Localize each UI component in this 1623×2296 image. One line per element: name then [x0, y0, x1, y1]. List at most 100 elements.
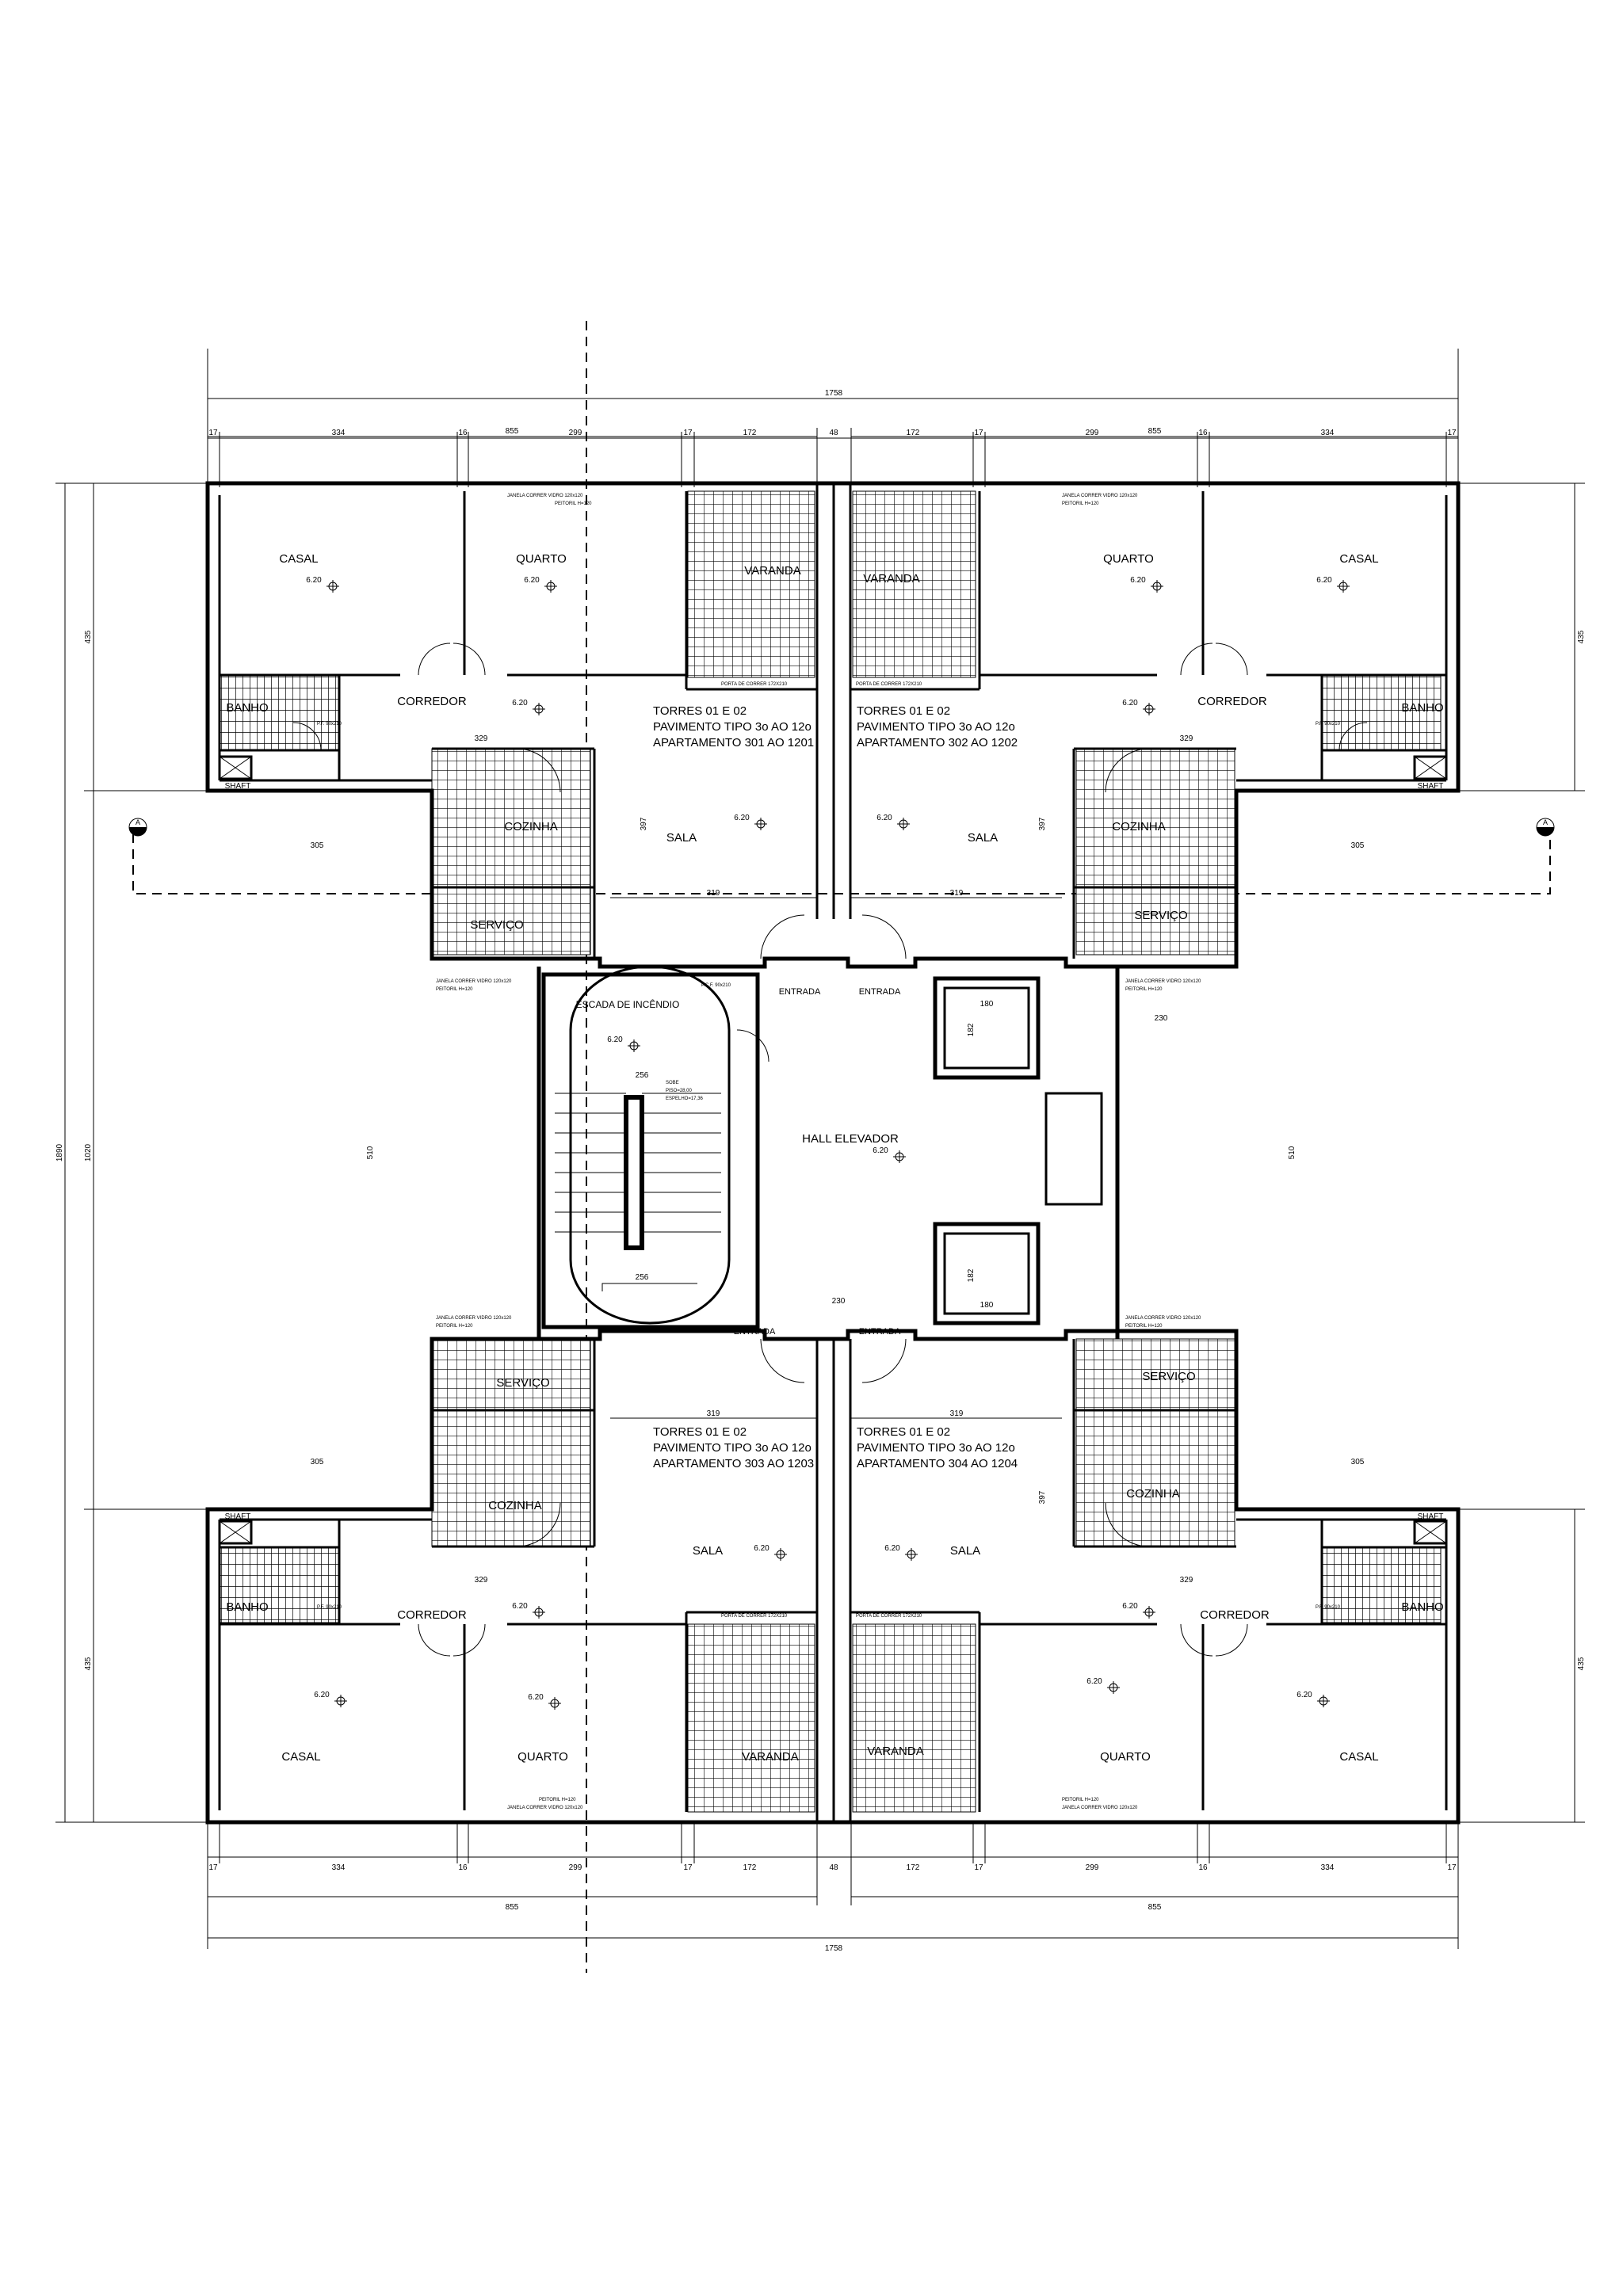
- svg-text:305: 305: [1351, 841, 1365, 850]
- level-marker: 6.20: [884, 1544, 918, 1561]
- room-casal-tr: CASAL: [1339, 552, 1378, 566]
- svg-text:230: 230: [1155, 1014, 1168, 1023]
- dim-total-bottom: 1758: [825, 1944, 843, 1953]
- level-marker: 6.20: [754, 1544, 787, 1561]
- level-marker: 6.20: [1122, 1602, 1155, 1619]
- svg-text:JANELA CORRER VIDRO 120x120: JANELA CORRER VIDRO 120x120: [507, 494, 583, 498]
- svg-text:SOBE: SOBE: [666, 1081, 679, 1085]
- svg-text:P.F. 90x210: P.F. 90x210: [317, 1605, 342, 1610]
- room-cozinha-tl: COZINHA: [504, 820, 558, 833]
- svg-text:17: 17: [683, 1863, 693, 1872]
- svg-text:JANELA CORRER VIDRO 120x120: JANELA CORRER VIDRO 120x120: [507, 1806, 583, 1810]
- svg-text:ESPELHO=17,36: ESPELHO=17,36: [666, 1097, 704, 1101]
- dim-left-total: 1890: [55, 1143, 64, 1161]
- svg-text:6.20: 6.20: [1122, 699, 1138, 707]
- svg-text:6.20: 6.20: [734, 814, 750, 822]
- annotations: JANELA CORRER VIDRO 120x120 PEITORIL H=1…: [317, 494, 1341, 1810]
- shafts: [218, 755, 1448, 1545]
- svg-text:299: 299: [1086, 429, 1099, 437]
- svg-text:PEITORIL H=120: PEITORIL H=120: [539, 1798, 576, 1802]
- svg-text:6.20: 6.20: [607, 1035, 623, 1044]
- level-marker: 6.20: [1316, 576, 1350, 593]
- svg-text:334: 334: [332, 429, 346, 437]
- level-marker: 6.20: [876, 814, 910, 830]
- dim-half-top-right: 855: [1148, 427, 1162, 436]
- svg-text:180: 180: [980, 1000, 994, 1009]
- svg-text:435: 435: [84, 1657, 93, 1670]
- svg-text:JANELA CORRER VIDRO 120x120: JANELA CORRER VIDRO 120x120: [1062, 1806, 1138, 1810]
- dim-total-top: 1758: [825, 389, 843, 398]
- svg-text:A: A: [136, 818, 140, 826]
- room-sala-tr: SALA: [968, 831, 998, 845]
- svg-text:180: 180: [980, 1301, 994, 1310]
- svg-text:305: 305: [311, 1458, 324, 1466]
- level-marker: 6.20: [512, 699, 545, 715]
- svg-text:JANELA CORRER VIDRO 120x120: JANELA CORRER VIDRO 120x120: [1125, 1316, 1201, 1321]
- dim-left-mid: 1020: [84, 1143, 93, 1161]
- room-quarto-tl: QUARTO: [516, 552, 567, 566]
- svg-text:PORTA DE CORRER 172X210: PORTA DE CORRER 172X210: [856, 682, 922, 687]
- level-marker: 6.20: [607, 1035, 640, 1052]
- svg-text:6.20: 6.20: [754, 1544, 769, 1553]
- room-corredor-tr: CORREDOR: [1197, 695, 1267, 708]
- section-cut: A A: [128, 321, 1555, 1973]
- svg-text:PEITORIL H=120: PEITORIL H=120: [1062, 502, 1099, 506]
- room-banho-bl: BANHO: [226, 1600, 268, 1614]
- svg-text:17: 17: [1447, 429, 1457, 437]
- apt-303-line3: APARTAMENTO 303 AO 1203: [653, 1457, 814, 1470]
- svg-text:435: 435: [84, 630, 93, 643]
- svg-text:17: 17: [208, 429, 218, 437]
- level-marker: 6.20: [1086, 1677, 1120, 1694]
- room-corredor-br: CORREDOR: [1200, 1608, 1270, 1622]
- level-marker: 6.20: [1130, 576, 1163, 593]
- room-corredor-tl: CORREDOR: [397, 695, 467, 708]
- room-sala-tl: SALA: [666, 831, 697, 845]
- level-marker: 6.20: [1296, 1691, 1330, 1707]
- dimension-lines-sides: [55, 482, 1585, 1823]
- door-swings: [292, 643, 1368, 1657]
- svg-text:6.20: 6.20: [306, 576, 322, 585]
- svg-text:JANELA CORRER VIDRO 120x120: JANELA CORRER VIDRO 120x120: [1062, 494, 1138, 498]
- svg-text:319: 319: [950, 889, 964, 898]
- svg-text:182: 182: [967, 1023, 976, 1036]
- svg-text:48: 48: [829, 1863, 838, 1872]
- svg-text:319: 319: [950, 1409, 964, 1418]
- svg-text:16: 16: [1198, 1863, 1208, 1872]
- svg-text:16: 16: [1198, 429, 1208, 437]
- svg-text:6.20: 6.20: [873, 1146, 888, 1155]
- room-cozinha-tr: COZINHA: [1112, 820, 1166, 833]
- room-corredor-bl: CORREDOR: [397, 1608, 467, 1622]
- apt-303-line1: TORRES 01 E 02: [653, 1425, 747, 1439]
- svg-text:PEITORIL H=120: PEITORIL H=120: [1062, 1798, 1099, 1802]
- svg-text:6.20: 6.20: [1130, 576, 1146, 585]
- room-servico-tr: SERVIÇO: [1134, 909, 1187, 922]
- apt-301-line3: APARTAMENTO 301 AO 1201: [653, 736, 814, 749]
- room-varanda-bl: VARANDA: [742, 1750, 798, 1764]
- svg-text:172: 172: [907, 429, 920, 437]
- svg-text:6.20: 6.20: [314, 1691, 330, 1699]
- apt-304-line3: APARTAMENTO 304 AO 1204: [857, 1457, 1018, 1470]
- svg-text:16: 16: [458, 429, 468, 437]
- svg-text:334: 334: [1321, 1863, 1335, 1872]
- walls: [205, 481, 1461, 1825]
- room-cozinha-br: COZINHA: [1126, 1487, 1180, 1501]
- svg-text:182: 182: [967, 1268, 976, 1282]
- svg-text:256: 256: [636, 1071, 649, 1080]
- apt-304-line1: TORRES 01 E 02: [857, 1425, 950, 1439]
- apt-302-line2: PAVIMENTO TIPO 3o AO 12o: [857, 720, 1015, 734]
- room-hall-elevador: HALL ELEVADOR: [802, 1132, 899, 1146]
- room-labels: CASAL QUARTO VARANDA CORREDOR BANHO COZI…: [225, 552, 1444, 1764]
- svg-text:17: 17: [1447, 1863, 1457, 1872]
- room-casal-tl: CASAL: [279, 552, 318, 566]
- dimension-labels-top: 1758 855 855 17 334 16 299 17 172 48 172…: [208, 389, 1457, 437]
- room-shaft-tr: SHAFT: [1418, 782, 1444, 791]
- stair-treads: [555, 1093, 721, 1291]
- room-quarto-br: QUARTO: [1100, 1750, 1151, 1764]
- svg-text:397: 397: [640, 817, 648, 830]
- level-marker: 6.20: [512, 1602, 545, 1619]
- svg-text:48: 48: [829, 429, 838, 437]
- svg-text:A: A: [1543, 818, 1548, 826]
- svg-text:510: 510: [1288, 1146, 1296, 1159]
- svg-text:17: 17: [208, 1863, 218, 1872]
- room-sala-bl: SALA: [693, 1544, 723, 1558]
